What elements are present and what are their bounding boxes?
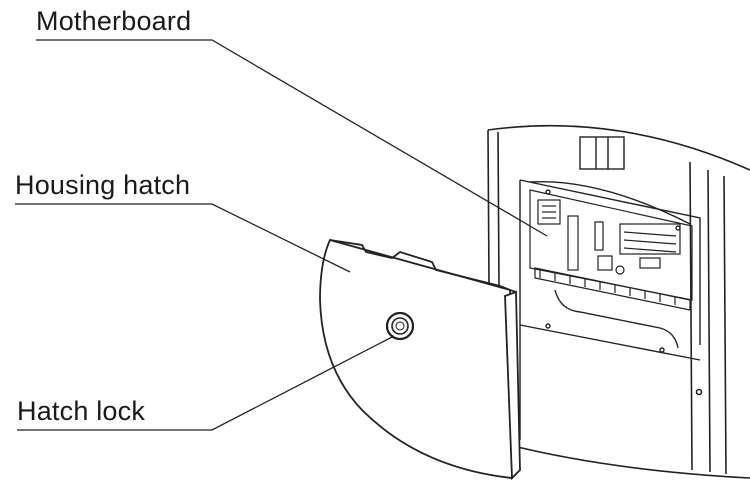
- motherboard: [529, 189, 693, 311]
- label-hatch-lock: Hatch lock: [17, 396, 146, 426]
- leader-hatch-lock: [17, 335, 395, 431]
- top-connector: [579, 136, 625, 170]
- leader-motherboard: [36, 39, 548, 237]
- hatch-lock-icon: [385, 311, 415, 341]
- leader-lines: [15, 39, 548, 431]
- label-housing-hatch: Housing hatch: [15, 170, 191, 200]
- housing-body: [487, 124, 750, 479]
- label-motherboard: Motherboard: [36, 6, 192, 36]
- opening-frame: [519, 179, 701, 345]
- leader-housing-hatch: [15, 203, 351, 273]
- inner-bracket: [519, 189, 701, 440]
- housing-hatch: [319, 238, 521, 481]
